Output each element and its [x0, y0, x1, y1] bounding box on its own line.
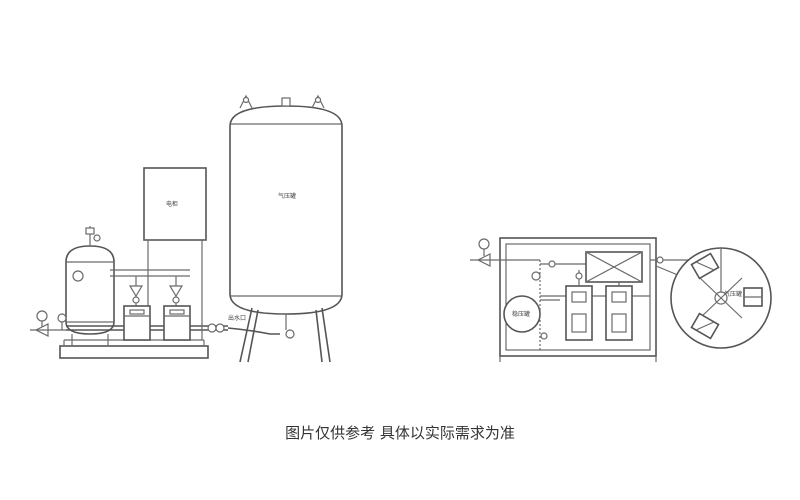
top-control-cabinet [585, 251, 643, 283]
top-inlet-assembly [470, 238, 540, 267]
base-skid [59, 339, 209, 359]
round-tank-label: 稳压罐 [512, 310, 530, 318]
side-view: 电柜 [30, 94, 343, 363]
pressure-tank-label: 气压罐 [278, 192, 296, 200]
pump-1 [123, 285, 151, 341]
top-view: 稳压罐 [470, 237, 772, 362]
inlet-valve-icon [57, 313, 67, 323]
top-pressure-tank: 气压罐 [670, 247, 772, 349]
inlet-assembly [30, 310, 67, 337]
disclaimer-caption: 图片仅供参考 具体以实际需求为准 [285, 424, 515, 442]
top-inlet-gauge-icon [478, 238, 490, 250]
equipment-drawing: 电柜 [30, 94, 772, 363]
small-vertical-tank [65, 226, 115, 346]
top-pressure-tank-label: 气压罐 [724, 290, 742, 298]
control-cabinet: 电柜 [143, 167, 207, 340]
pump-2 [163, 285, 191, 341]
large-pressure-tank: 气压罐 出水口 [228, 94, 343, 363]
outlet-label: 出水口 [228, 314, 246, 322]
top-pump-2 [605, 270, 633, 341]
top-pump-1 [565, 270, 593, 341]
control-cabinet-label: 电柜 [166, 200, 178, 208]
pressure-gauge-icon [72, 270, 84, 282]
inlet-gauge-icon [36, 310, 48, 322]
